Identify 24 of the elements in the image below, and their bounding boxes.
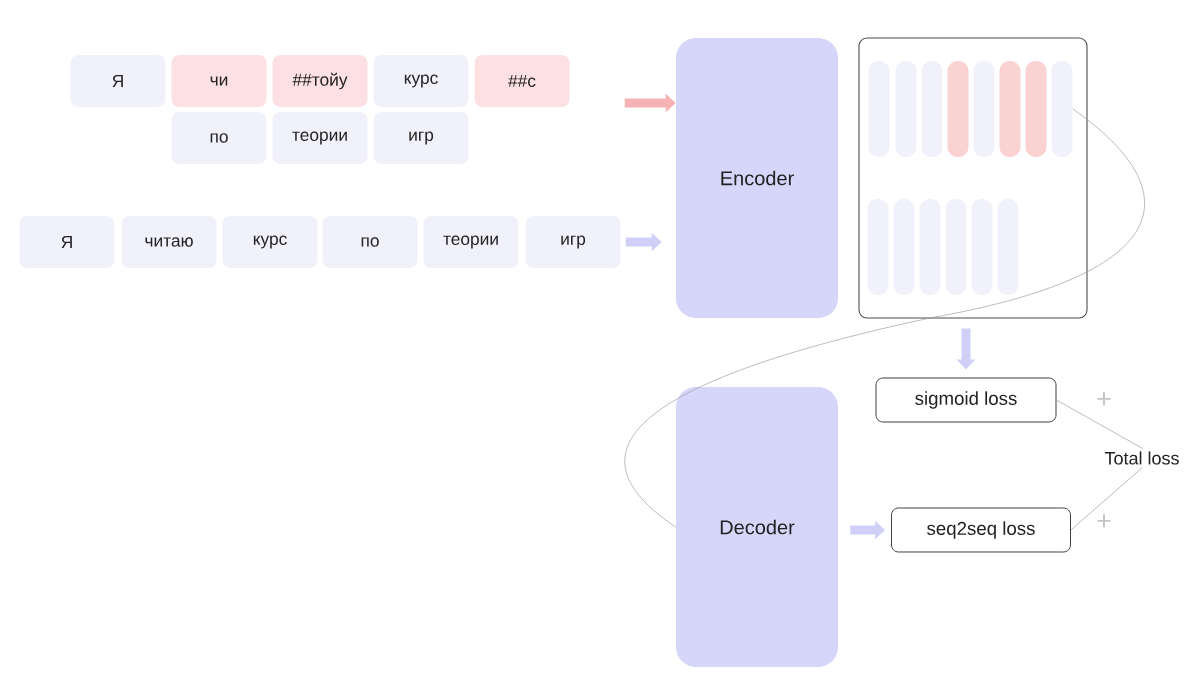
plus-sign: + [1097,392,1111,406]
token-box: по [171,112,267,164]
token-box: курс [373,55,469,107]
token-box: читаю [121,216,217,268]
token-box: Я [19,216,115,268]
token-box: по [322,216,418,268]
connector-line [625,108,1145,528]
model-block: Encoder [676,38,838,318]
token-box: теории [272,112,368,164]
token-box: теории [423,216,519,268]
token-box: игр [373,112,469,164]
model-block: Decoder [676,387,838,667]
token-box: игр [525,216,621,268]
connector-line [1056,399,1143,449]
plus-sign: + [1097,514,1111,528]
token-box: Я [70,55,166,107]
connector-line [1070,467,1143,531]
token-box: ##с [474,55,570,107]
loss-box: sigmoid loss [875,377,1057,423]
token-box: ##тойу [272,55,368,107]
loss-box: seq2seq loss [891,507,1071,553]
token-box: чи [171,55,267,107]
total-label: Total loss [1104,451,1179,465]
token-box: курс [222,216,318,268]
